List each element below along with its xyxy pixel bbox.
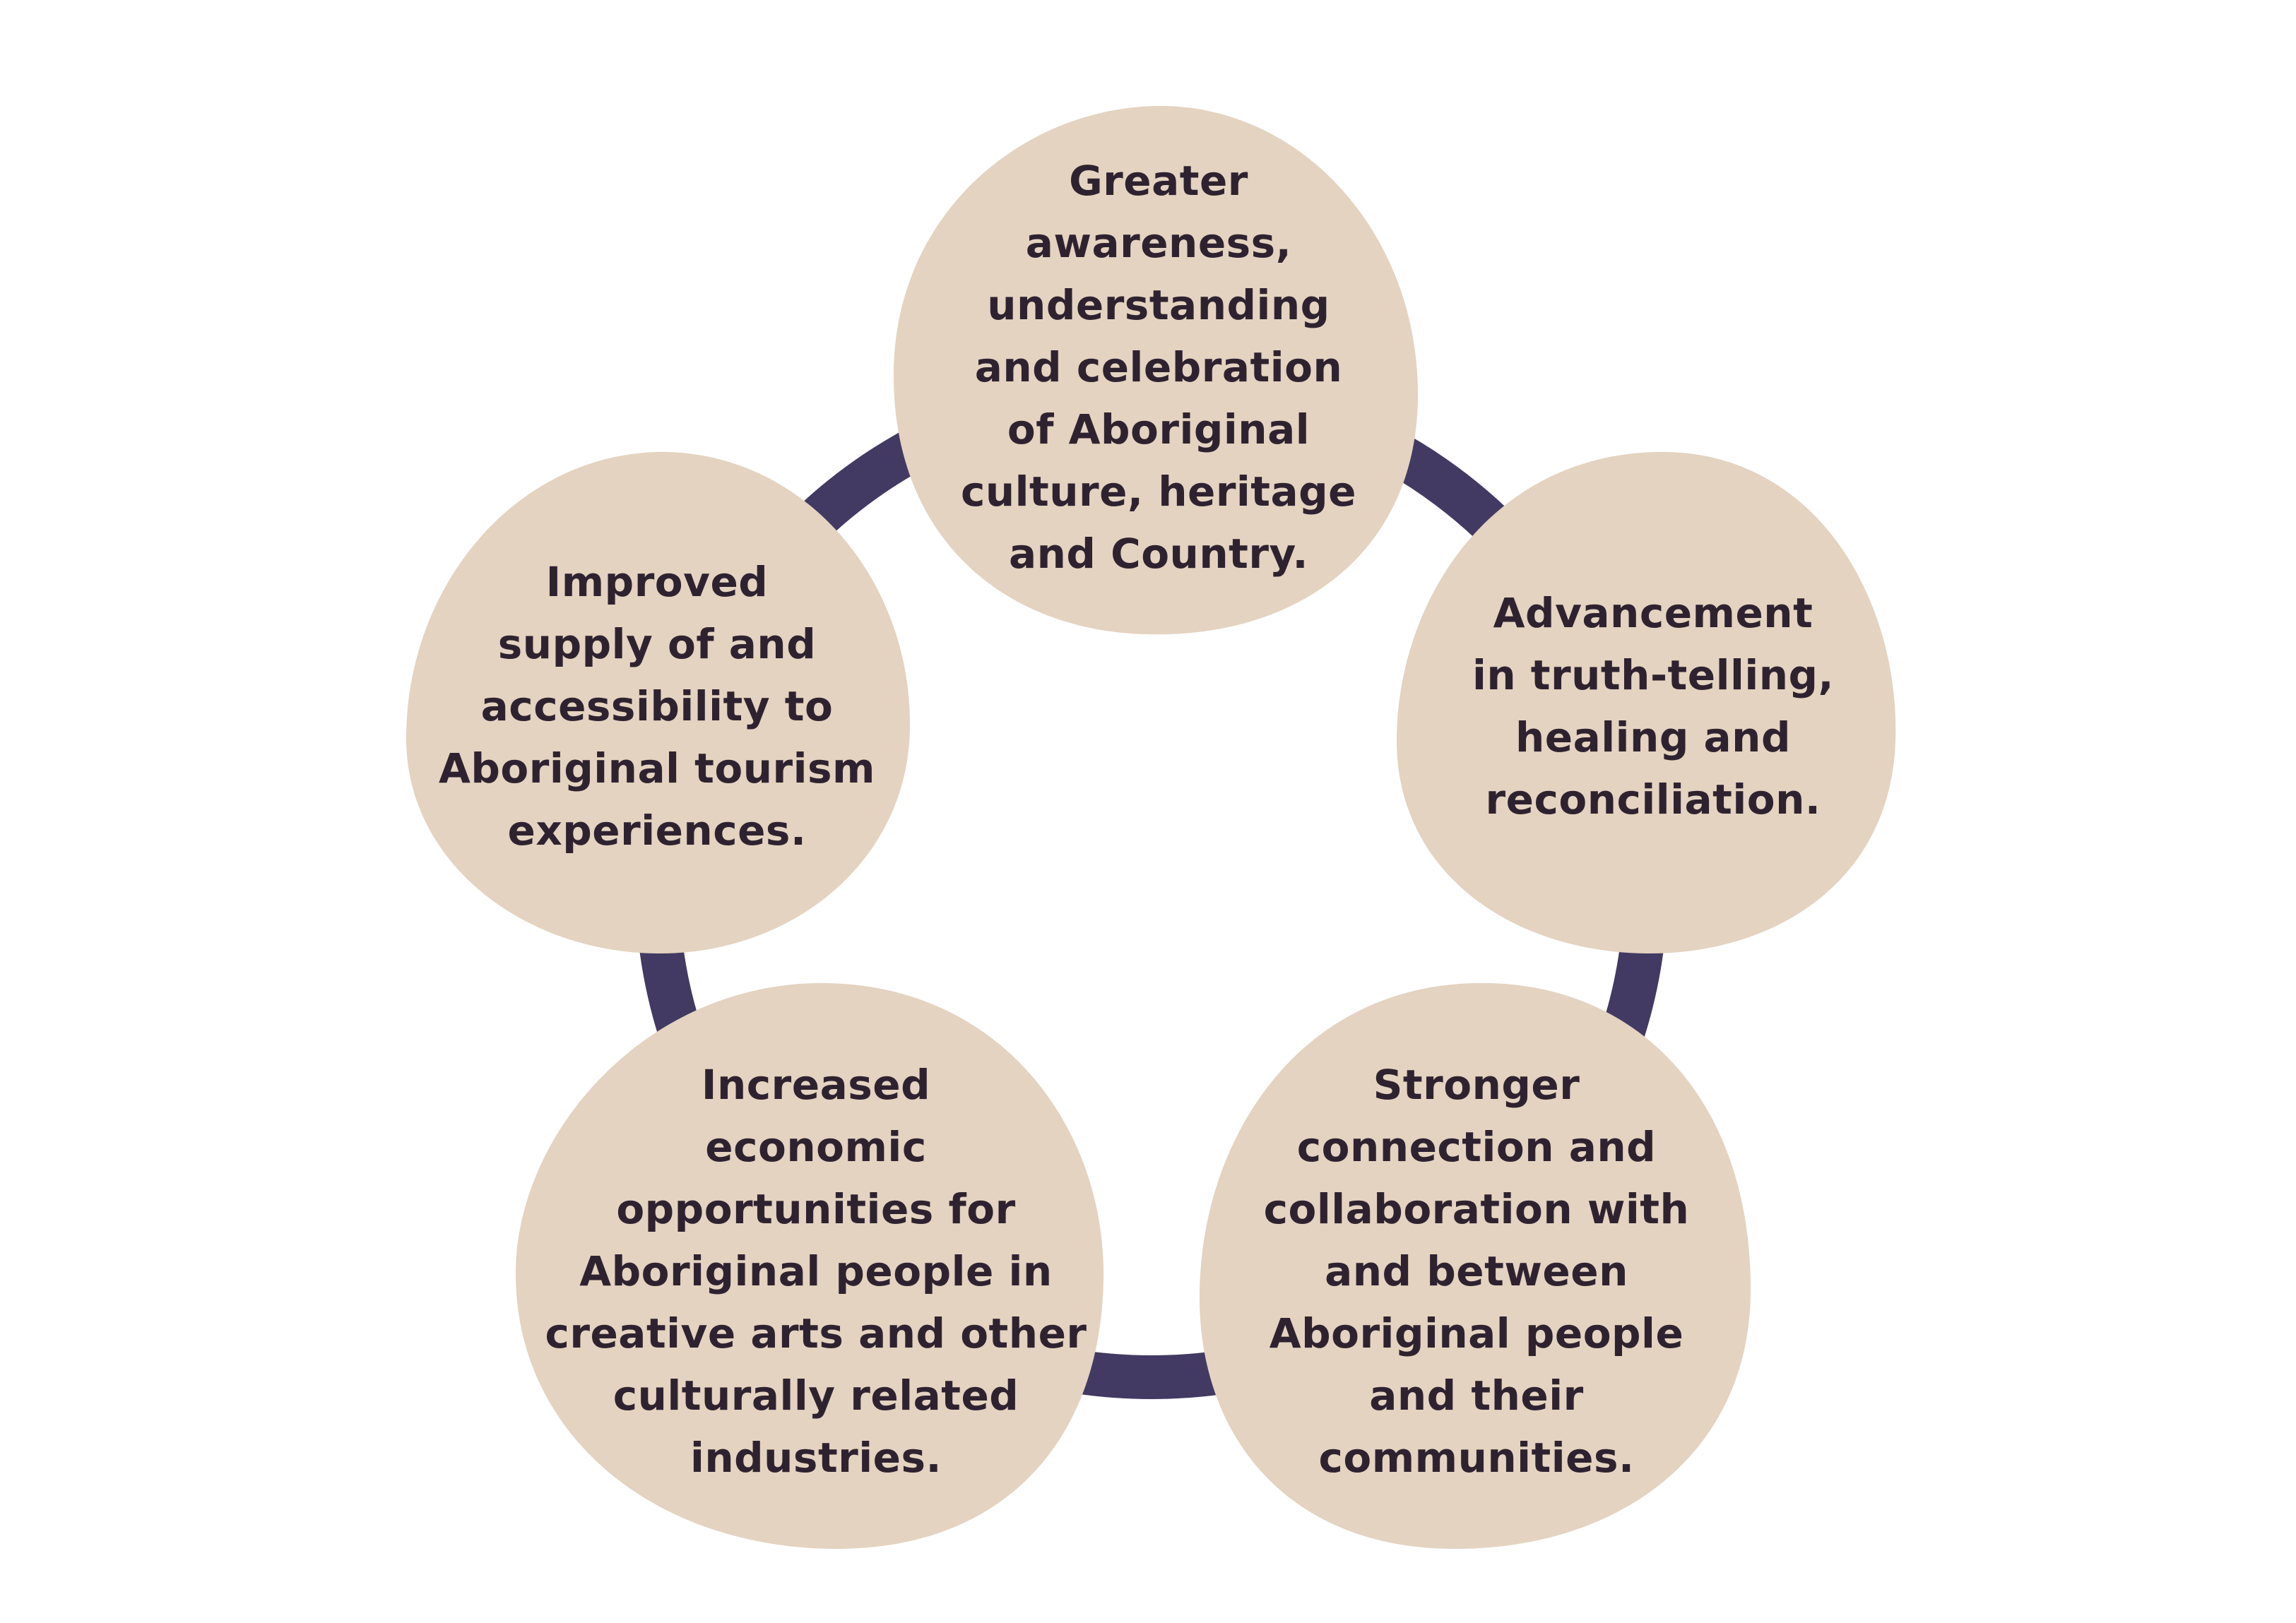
outcome-text-top: Greater awareness, understanding and cel…	[940, 120, 1378, 614]
text-line: and their	[1369, 1372, 1584, 1420]
outcome-text-left: Improved supply of and accessibility to …	[424, 523, 890, 890]
text-line: understanding	[987, 281, 1330, 329]
text-line: Improved	[545, 558, 769, 606]
text-line: and Country.	[1009, 530, 1308, 578]
text-line: reconciliation.	[1485, 775, 1821, 824]
blob-bottom-right	[1199, 982, 1751, 1550]
text-line: Advancement	[1493, 589, 1813, 637]
text-line: awareness,	[1025, 219, 1292, 267]
text-line: Increased	[701, 1061, 931, 1109]
text-line: and celebration	[974, 343, 1343, 391]
outcome-lines-right: Advancement in truth-telling, healing an…	[1472, 582, 1834, 831]
text-line: and between	[1325, 1247, 1628, 1295]
text-line: accessibility to	[480, 682, 834, 730]
text-line: Aboriginal people	[1269, 1309, 1684, 1357]
text-line: opportunities for	[616, 1185, 1016, 1233]
text-line: connection and	[1296, 1123, 1657, 1171]
text-line: experiences.	[507, 807, 807, 855]
text-line: healing and	[1515, 713, 1791, 761]
text-line: in truth-telling,	[1472, 651, 1835, 699]
text-line: supply of and	[497, 620, 817, 668]
outcome-text-right: Advancement in truth-telling, healing an…	[1427, 523, 1879, 890]
outcome-lines-top: Greater awareness, understanding and cel…	[961, 150, 1356, 585]
text-line: Aboriginal people in	[579, 1247, 1053, 1295]
text-line: Stronger	[1373, 1061, 1580, 1109]
outcome-text-bottom-left: Increased economic opportunities for Abo…	[537, 1024, 1095, 1518]
outcome-lines-bottom-right: Stronger connection and collaboration wi…	[1264, 1054, 1690, 1489]
text-line: of Aboriginal	[1007, 405, 1310, 453]
text-line: Greater	[1069, 157, 1248, 205]
blob-bottom-left	[515, 982, 1104, 1550]
text-line: collaboration with	[1263, 1185, 1690, 1233]
text-line: culture, heritage	[960, 468, 1357, 516]
text-line: culturally related	[613, 1372, 1019, 1420]
text-line: communities.	[1318, 1434, 1635, 1482]
text-line: economic	[705, 1123, 927, 1171]
text-line: industries.	[690, 1434, 942, 1482]
outcome-lines-bottom-left: Increased economic opportunities for Abo…	[545, 1054, 1087, 1489]
outcome-lines-left: Improved supply of and accessibility to …	[439, 551, 875, 862]
blob-right	[1396, 451, 1896, 954]
blob-left	[406, 451, 911, 954]
outcome-text-bottom-right: Stronger connection and collaboration wi…	[1215, 1024, 1738, 1518]
blob-top	[893, 105, 1419, 635]
text-line: Aboriginal tourism	[439, 744, 875, 792]
text-line: creative arts and other	[545, 1309, 1087, 1357]
